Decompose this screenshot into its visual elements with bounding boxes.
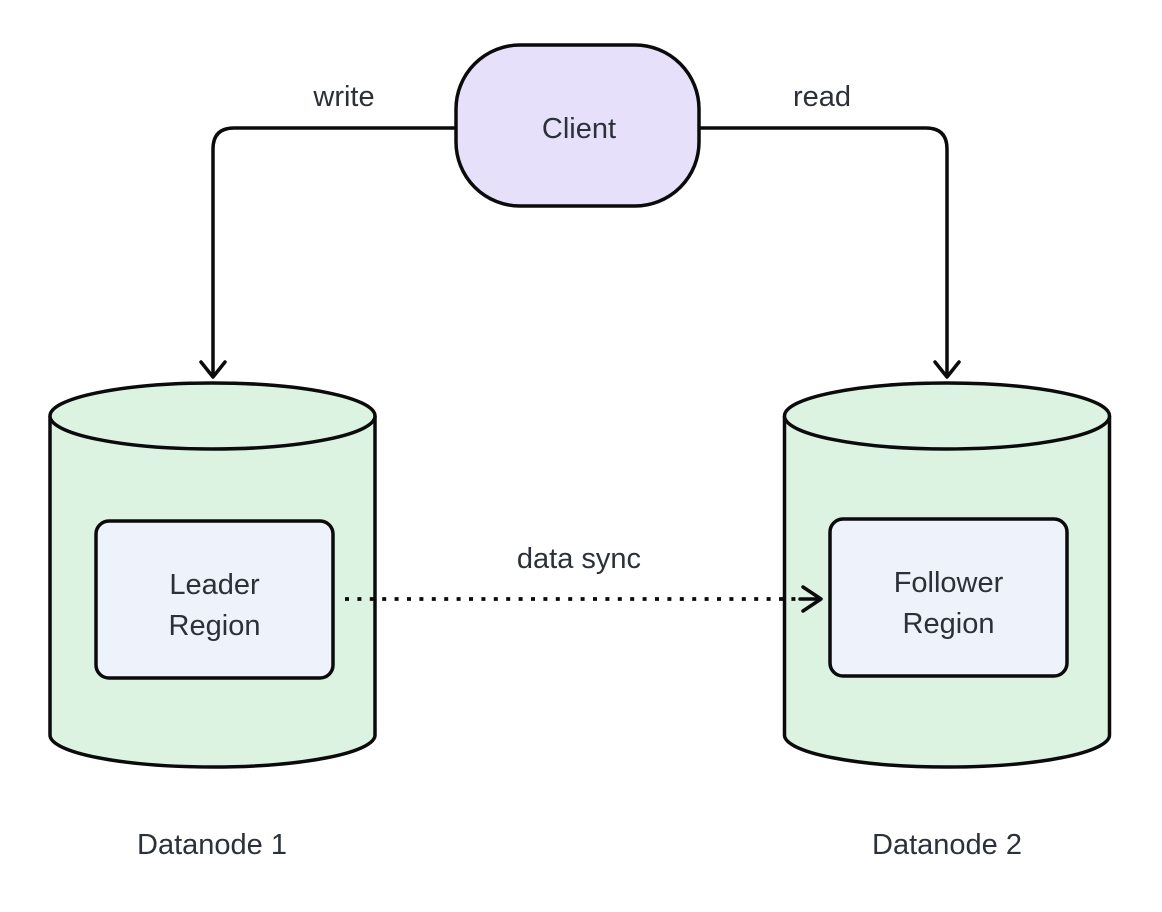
data-sync-arrowhead-icon — [801, 585, 823, 613]
leader-region-node: Leader Region — [94, 519, 335, 680]
follower-region-node: Follower Region — [828, 517, 1069, 678]
write-edge-line — [211, 126, 457, 375]
leader-region-box — [94, 519, 335, 680]
follower-region-label-line1: Follower — [894, 567, 1004, 599]
read-edge-label: read — [793, 81, 851, 113]
leader-region-label-line2: Region — [169, 610, 261, 642]
read-edge: read — [698, 81, 961, 379]
client-node-shape — [454, 43, 701, 208]
write-arrowhead-icon — [199, 360, 227, 379]
datanode1-caption: Datanode 1 — [137, 829, 287, 861]
write-edge-label: write — [312, 81, 374, 113]
client-node-label: Client — [542, 113, 616, 145]
follower-region-label-line2: Region — [903, 608, 995, 640]
write-edge: write — [199, 81, 457, 379]
follower-region-box — [828, 517, 1069, 678]
data-sync-edge-label: data sync — [517, 543, 641, 575]
read-arrowhead-icon — [933, 360, 961, 379]
leader-region-label-line1: Leader — [169, 569, 260, 601]
data-sync-edge: data sync — [345, 543, 823, 613]
read-edge-line — [698, 126, 949, 375]
datanode1-cylinder-top — [48, 381, 377, 451]
datanode2-caption: Datanode 2 — [872, 829, 1022, 861]
datanode2-cylinder-top — [782, 381, 1112, 451]
client-node: Client — [454, 43, 701, 208]
